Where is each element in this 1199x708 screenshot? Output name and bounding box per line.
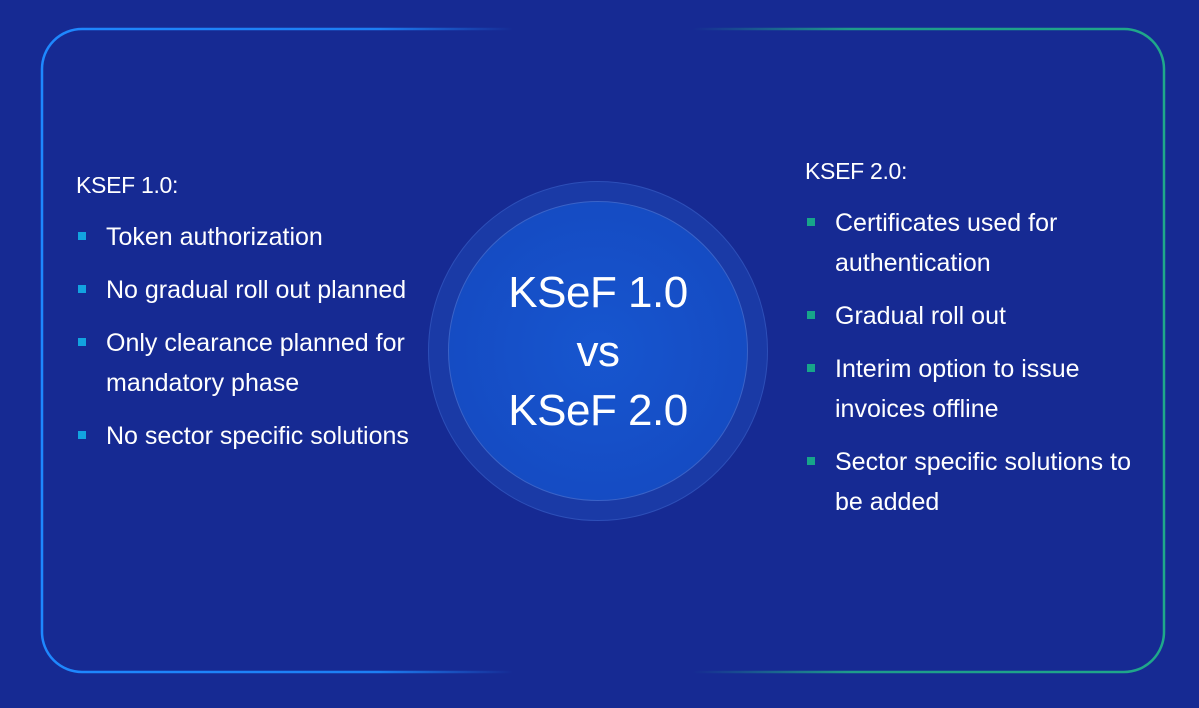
list-item: Sector specific solutions to be added bbox=[805, 442, 1145, 522]
ksef-1-column: KSEF 1.0: Token authorization No gradual… bbox=[76, 172, 416, 469]
center-line-1: KSeF 1.0 bbox=[508, 267, 688, 317]
list-item: Certificates used for authentication bbox=[805, 203, 1145, 283]
center-circle: KSeF 1.0 vs KSeF 2.0 bbox=[448, 201, 748, 501]
ksef-2-title: KSEF 2.0: bbox=[805, 158, 908, 184]
square-bullet-icon bbox=[78, 338, 86, 346]
list-item: Interim option to issue invoices offline bbox=[805, 349, 1145, 429]
center-line-2: vs bbox=[576, 326, 621, 376]
square-bullet-icon bbox=[78, 285, 86, 293]
square-bullet-icon bbox=[78, 232, 86, 240]
square-bullet-icon bbox=[78, 431, 86, 439]
ksef-2-column: KSEF 2.0: Certificates used for authenti… bbox=[805, 158, 1145, 535]
ksef-1-title: KSEF 1.0: bbox=[76, 172, 179, 198]
square-bullet-icon bbox=[807, 218, 815, 226]
list-item: Token authorization bbox=[76, 217, 416, 257]
square-bullet-icon bbox=[807, 457, 815, 465]
square-bullet-icon bbox=[807, 311, 815, 319]
square-bullet-icon bbox=[807, 364, 815, 372]
list-item: No gradual roll out planned bbox=[76, 270, 416, 310]
list-item: No sector specific solutions bbox=[76, 416, 416, 456]
list-item: Only clearance planned for mandatory pha… bbox=[76, 323, 416, 403]
list-item: Gradual roll out bbox=[805, 296, 1145, 336]
center-line-3: KSeF 2.0 bbox=[508, 385, 688, 435]
